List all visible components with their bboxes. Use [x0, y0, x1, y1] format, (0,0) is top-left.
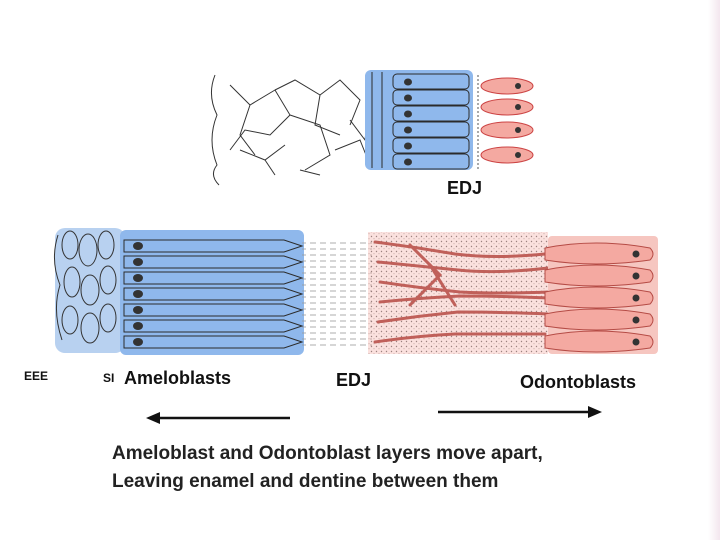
caption-line-1: Ameloblast and Odontoblast layers move a…: [112, 443, 543, 464]
label-edj-bottom: EDJ: [336, 370, 372, 390]
arrow-right: [438, 406, 602, 418]
top-diagram: [211, 70, 534, 186]
right-edge-strip: [708, 0, 720, 540]
caption: Ameloblast and Odontoblast layers move a…: [112, 440, 543, 496]
top-odontoblast-nuclei: [515, 83, 521, 158]
bottom-diagram: [54, 228, 658, 355]
top-odontoblast-cells: [480, 77, 534, 164]
odontoblast-processes: [373, 240, 552, 344]
bottom-ameloblast-nuclei: [133, 242, 143, 346]
top-ameloblast-cells: [371, 72, 470, 170]
bottom-odontoblast-nuclei: [632, 250, 640, 346]
label-edj-top: EDJ: [447, 178, 483, 198]
label-si: SI: [103, 371, 115, 385]
arrow-left: [146, 412, 290, 424]
bottom-ameloblast-region: [120, 230, 304, 355]
bottom-odontoblast-cells: [544, 242, 654, 353]
bottom-ameloblast-cells: [123, 239, 304, 349]
label-ameloblasts: Ameloblasts: [124, 368, 232, 388]
caption-line-2: Leaving enamel and dentine between them: [112, 471, 499, 492]
enamel-region: [302, 238, 372, 350]
outer-epithelium-cells: [54, 230, 117, 344]
stellate-reticulum-network: [211, 74, 371, 186]
label-odontoblasts: Odontoblasts: [520, 372, 636, 392]
top-ameloblast-nuclei: [404, 78, 412, 166]
top-ameloblast-region: [365, 70, 473, 170]
label-eee: EEE: [24, 369, 49, 383]
